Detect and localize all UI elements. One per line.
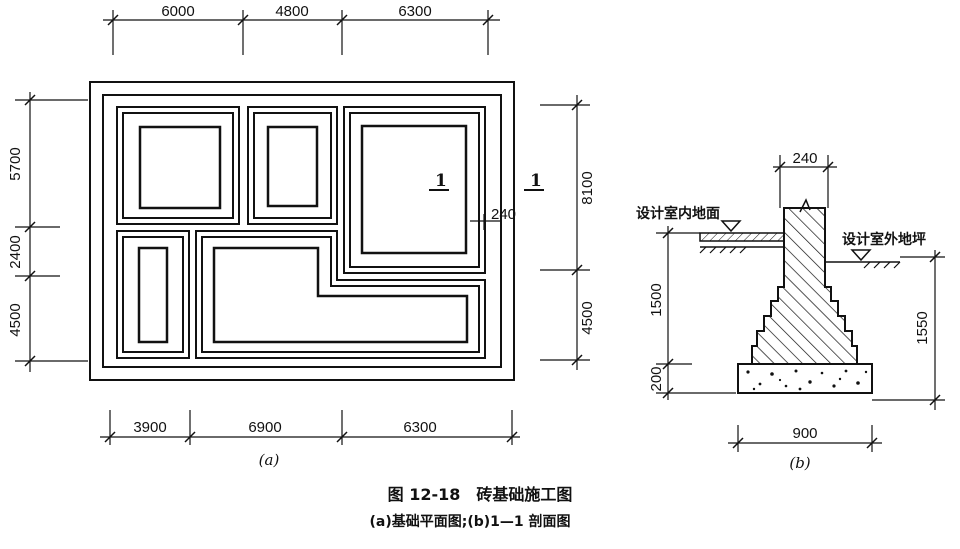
brick-footing <box>751 207 858 365</box>
section-left-dimension: 1500 200 <box>648 226 736 400</box>
plan-room-5 <box>195 230 486 359</box>
plan-wall-thickness-label: 240 <box>491 206 516 223</box>
plan-left-dim-3: 4500 <box>7 303 24 336</box>
plan-right-dim-2: 4500 <box>579 301 596 334</box>
plan-section-markers: 1 1 <box>429 171 544 191</box>
foundation-plan: 6000 4800 6300 3900 6900 6300 <box>7 3 596 469</box>
foundation-section: 设计室内地面 设计室外地坪 240 1500 200 <box>636 150 945 472</box>
plan-bottom-dim-3: 6300 <box>403 419 436 436</box>
section-marker-right: 1 <box>530 171 542 191</box>
plan-left-dimension: 5700 2400 4500 <box>7 92 88 372</box>
indoor-elevation-marker <box>720 220 742 233</box>
concrete-pad <box>737 363 873 394</box>
plan-left-dim-2: 2400 <box>7 235 24 268</box>
indoor-ground-hatch <box>699 246 747 254</box>
outdoor-elevation-marker <box>850 249 872 262</box>
plan-outer-boundary <box>89 81 515 381</box>
indoor-floor-label: 设计室内地面 <box>636 205 720 222</box>
figure-title: 图 12-18 砖基础施工图 <box>388 485 573 504</box>
outdoor-ground-hatch <box>863 261 901 269</box>
section-bottom-dimension: 900 <box>728 425 882 452</box>
plan-room-4 <box>116 230 190 359</box>
plan-wall-thickness-callout: 240 <box>470 206 516 230</box>
section-right-dimension: 1550 <box>872 250 945 410</box>
plan-right-dim-1: 8100 <box>579 171 596 204</box>
figure-subtitle: (a)基础平面图;(b)1—1 剖面图 <box>369 513 570 530</box>
plan-caption: (a) <box>259 451 280 469</box>
section-top-width: 240 <box>792 150 817 167</box>
plan-right-dimension: 8100 4500 <box>540 95 596 370</box>
plan-bottom-dim-2: 6900 <box>248 419 281 436</box>
outdoor-ground-label: 设计室外地坪 <box>842 231 926 248</box>
plan-room-3 <box>343 106 486 274</box>
section-bottom-width: 900 <box>792 425 817 442</box>
plan-inner-boundary <box>102 94 502 368</box>
plan-top-dim-1: 6000 <box>161 3 194 20</box>
plan-left-dim-1: 5700 <box>7 147 24 180</box>
section-marker-left: 1 <box>435 171 447 191</box>
plan-bottom-dimension: 3900 6900 6300 <box>100 410 520 445</box>
plan-room-1 <box>116 106 240 225</box>
section-left-dim-1: 1500 <box>648 283 665 316</box>
plan-bottom-dim-1: 3900 <box>133 419 166 436</box>
section-caption: (b) <box>789 454 810 472</box>
plan-top-dim-3: 6300 <box>398 3 431 20</box>
section-top-dimension: 240 <box>773 150 837 213</box>
indoor-floor-slab <box>699 232 785 242</box>
section-left-dim-2: 200 <box>648 366 665 391</box>
concrete-aggregate <box>746 369 868 391</box>
plan-room-2 <box>247 106 338 225</box>
section-right-dim: 1550 <box>914 311 931 344</box>
plan-top-dimension: 6000 4800 6300 <box>103 3 500 55</box>
plan-top-dim-2: 4800 <box>275 3 308 20</box>
